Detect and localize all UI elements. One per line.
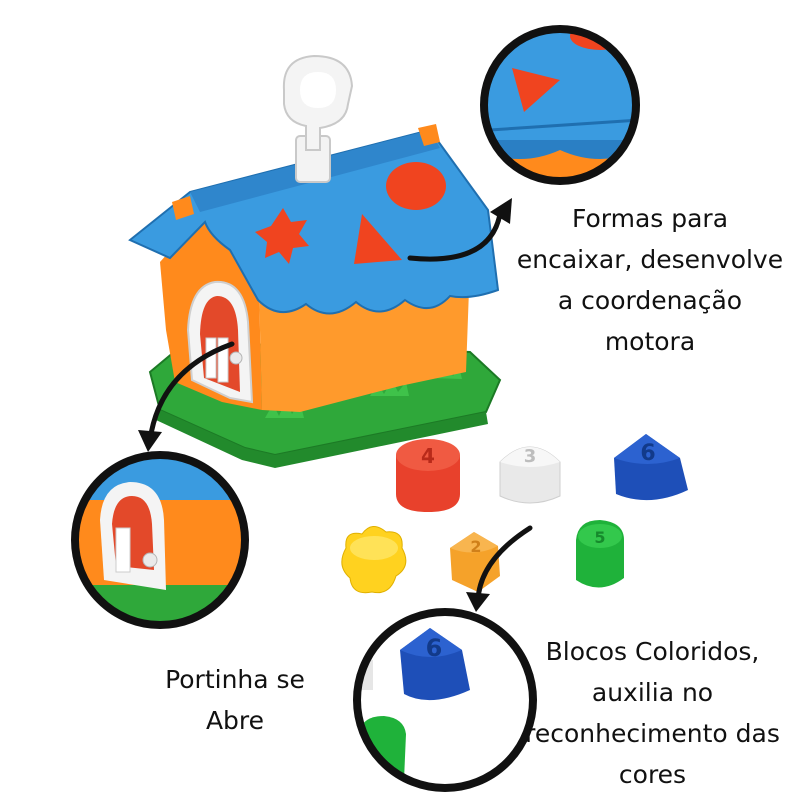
arrowhead-door (138, 430, 162, 452)
caption-line: cores (618, 760, 687, 789)
svg-text:6: 6 (426, 634, 443, 662)
caption-line: a coordenação (557, 286, 743, 315)
triangle-shape-hole (354, 214, 402, 264)
zoom-circle-roof-shapes (480, 25, 640, 185)
caption-line: Formas para (571, 204, 729, 233)
block-blue-pentagon: 6 (614, 434, 688, 501)
caption-line: encaixar, desenvolve (516, 245, 784, 274)
block-orange-star: 2 (450, 532, 500, 592)
star-shape-hole (255, 208, 309, 264)
block-yellow-flower (341, 526, 407, 594)
caption-formas: Formas para encaixar, desenvolve a coord… (500, 198, 800, 362)
block-number: 4 (421, 444, 435, 468)
oval-shape-hole (386, 162, 446, 210)
caption-line: auxilia no (591, 678, 714, 707)
arrow-to-roof-shapes (407, 211, 503, 262)
zoom-circle-door (71, 451, 249, 629)
caption-line: reconhecimento das (525, 719, 780, 748)
caption-line: Abre (205, 706, 265, 735)
block-number: 6 (640, 441, 655, 466)
arrows (147, 211, 533, 603)
block-number: 5 (594, 528, 605, 547)
caption-blocos: Blocos Coloridos, auxilia no reconhecime… (505, 631, 800, 795)
caption-portinha: Portinha se Abre (140, 659, 330, 741)
toy-house (128, 54, 502, 468)
block-number: 2 (470, 537, 481, 556)
block-white-triangle: 3 (499, 446, 561, 504)
door (186, 280, 254, 404)
arrowhead-roof (490, 198, 512, 224)
block-red-cylinder: 4 (396, 439, 460, 512)
caption-line: Blocos Coloridos, (545, 637, 760, 666)
block-green-hexagon: 5 (576, 520, 624, 588)
arrow-to-door (147, 341, 235, 443)
block-number: 3 (524, 446, 537, 467)
shape-blocks: 4 3 6 2 5 (341, 434, 688, 594)
handle-key (282, 54, 354, 183)
caption-line: motora (604, 327, 696, 356)
arrow-to-blocks (475, 525, 533, 603)
caption-line: Portinha se (165, 665, 305, 694)
arrowhead-blocks (466, 592, 490, 612)
